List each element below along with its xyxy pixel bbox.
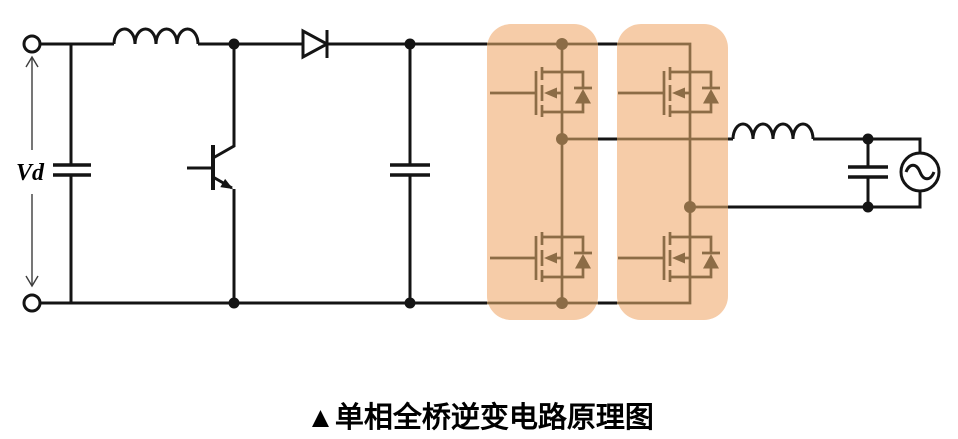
junction-dot: [862, 201, 874, 213]
junction-dot: [228, 297, 240, 309]
bridge-junction-dot: [684, 201, 696, 213]
bridge-junction-dot: [556, 297, 568, 309]
npn-transistor-icon: [187, 44, 236, 303]
bridge-junction-dot: [556, 133, 568, 145]
boost-inductor-icon: [112, 27, 200, 45]
bridge-leg1-highlight: [487, 24, 598, 320]
bridge-leg2-highlight: [617, 24, 728, 320]
main-wiring: [40, 42, 922, 305]
junction-dot: [862, 133, 874, 145]
bridge-highlights: [487, 24, 728, 320]
output-stage: [731, 122, 941, 207]
output-filter-capacitor: [848, 139, 888, 207]
dc-voltage-label: Vd: [16, 160, 45, 186]
bridge-leg2-rail: [617, 42, 692, 305]
junction-dots: [228, 38, 874, 309]
output-top-wire: [813, 137, 922, 153]
blocking-diode-icon: [301, 28, 331, 60]
front-stage: [112, 27, 430, 303]
bridge-junction-dot: [556, 38, 568, 50]
dc-link-capacitor: [390, 44, 430, 303]
figure-caption: ▲单相全桥逆变电路原理图: [306, 400, 654, 434]
output-filter-inductor-icon: [731, 122, 815, 140]
input-filter-capacitor: [53, 44, 91, 303]
junction-dot: [228, 38, 240, 50]
output-bottom-wire: [728, 191, 922, 209]
junction-dot: [404, 38, 416, 50]
ac-source-icon: [899, 151, 941, 193]
inverter-bridge: [487, 42, 728, 305]
dc-input: Vd: [16, 34, 91, 313]
input-terminal-top: [22, 34, 42, 54]
junction-dot: [404, 297, 416, 309]
voltage-arrow: [25, 55, 39, 288]
input-terminal-bottom: [22, 293, 42, 313]
